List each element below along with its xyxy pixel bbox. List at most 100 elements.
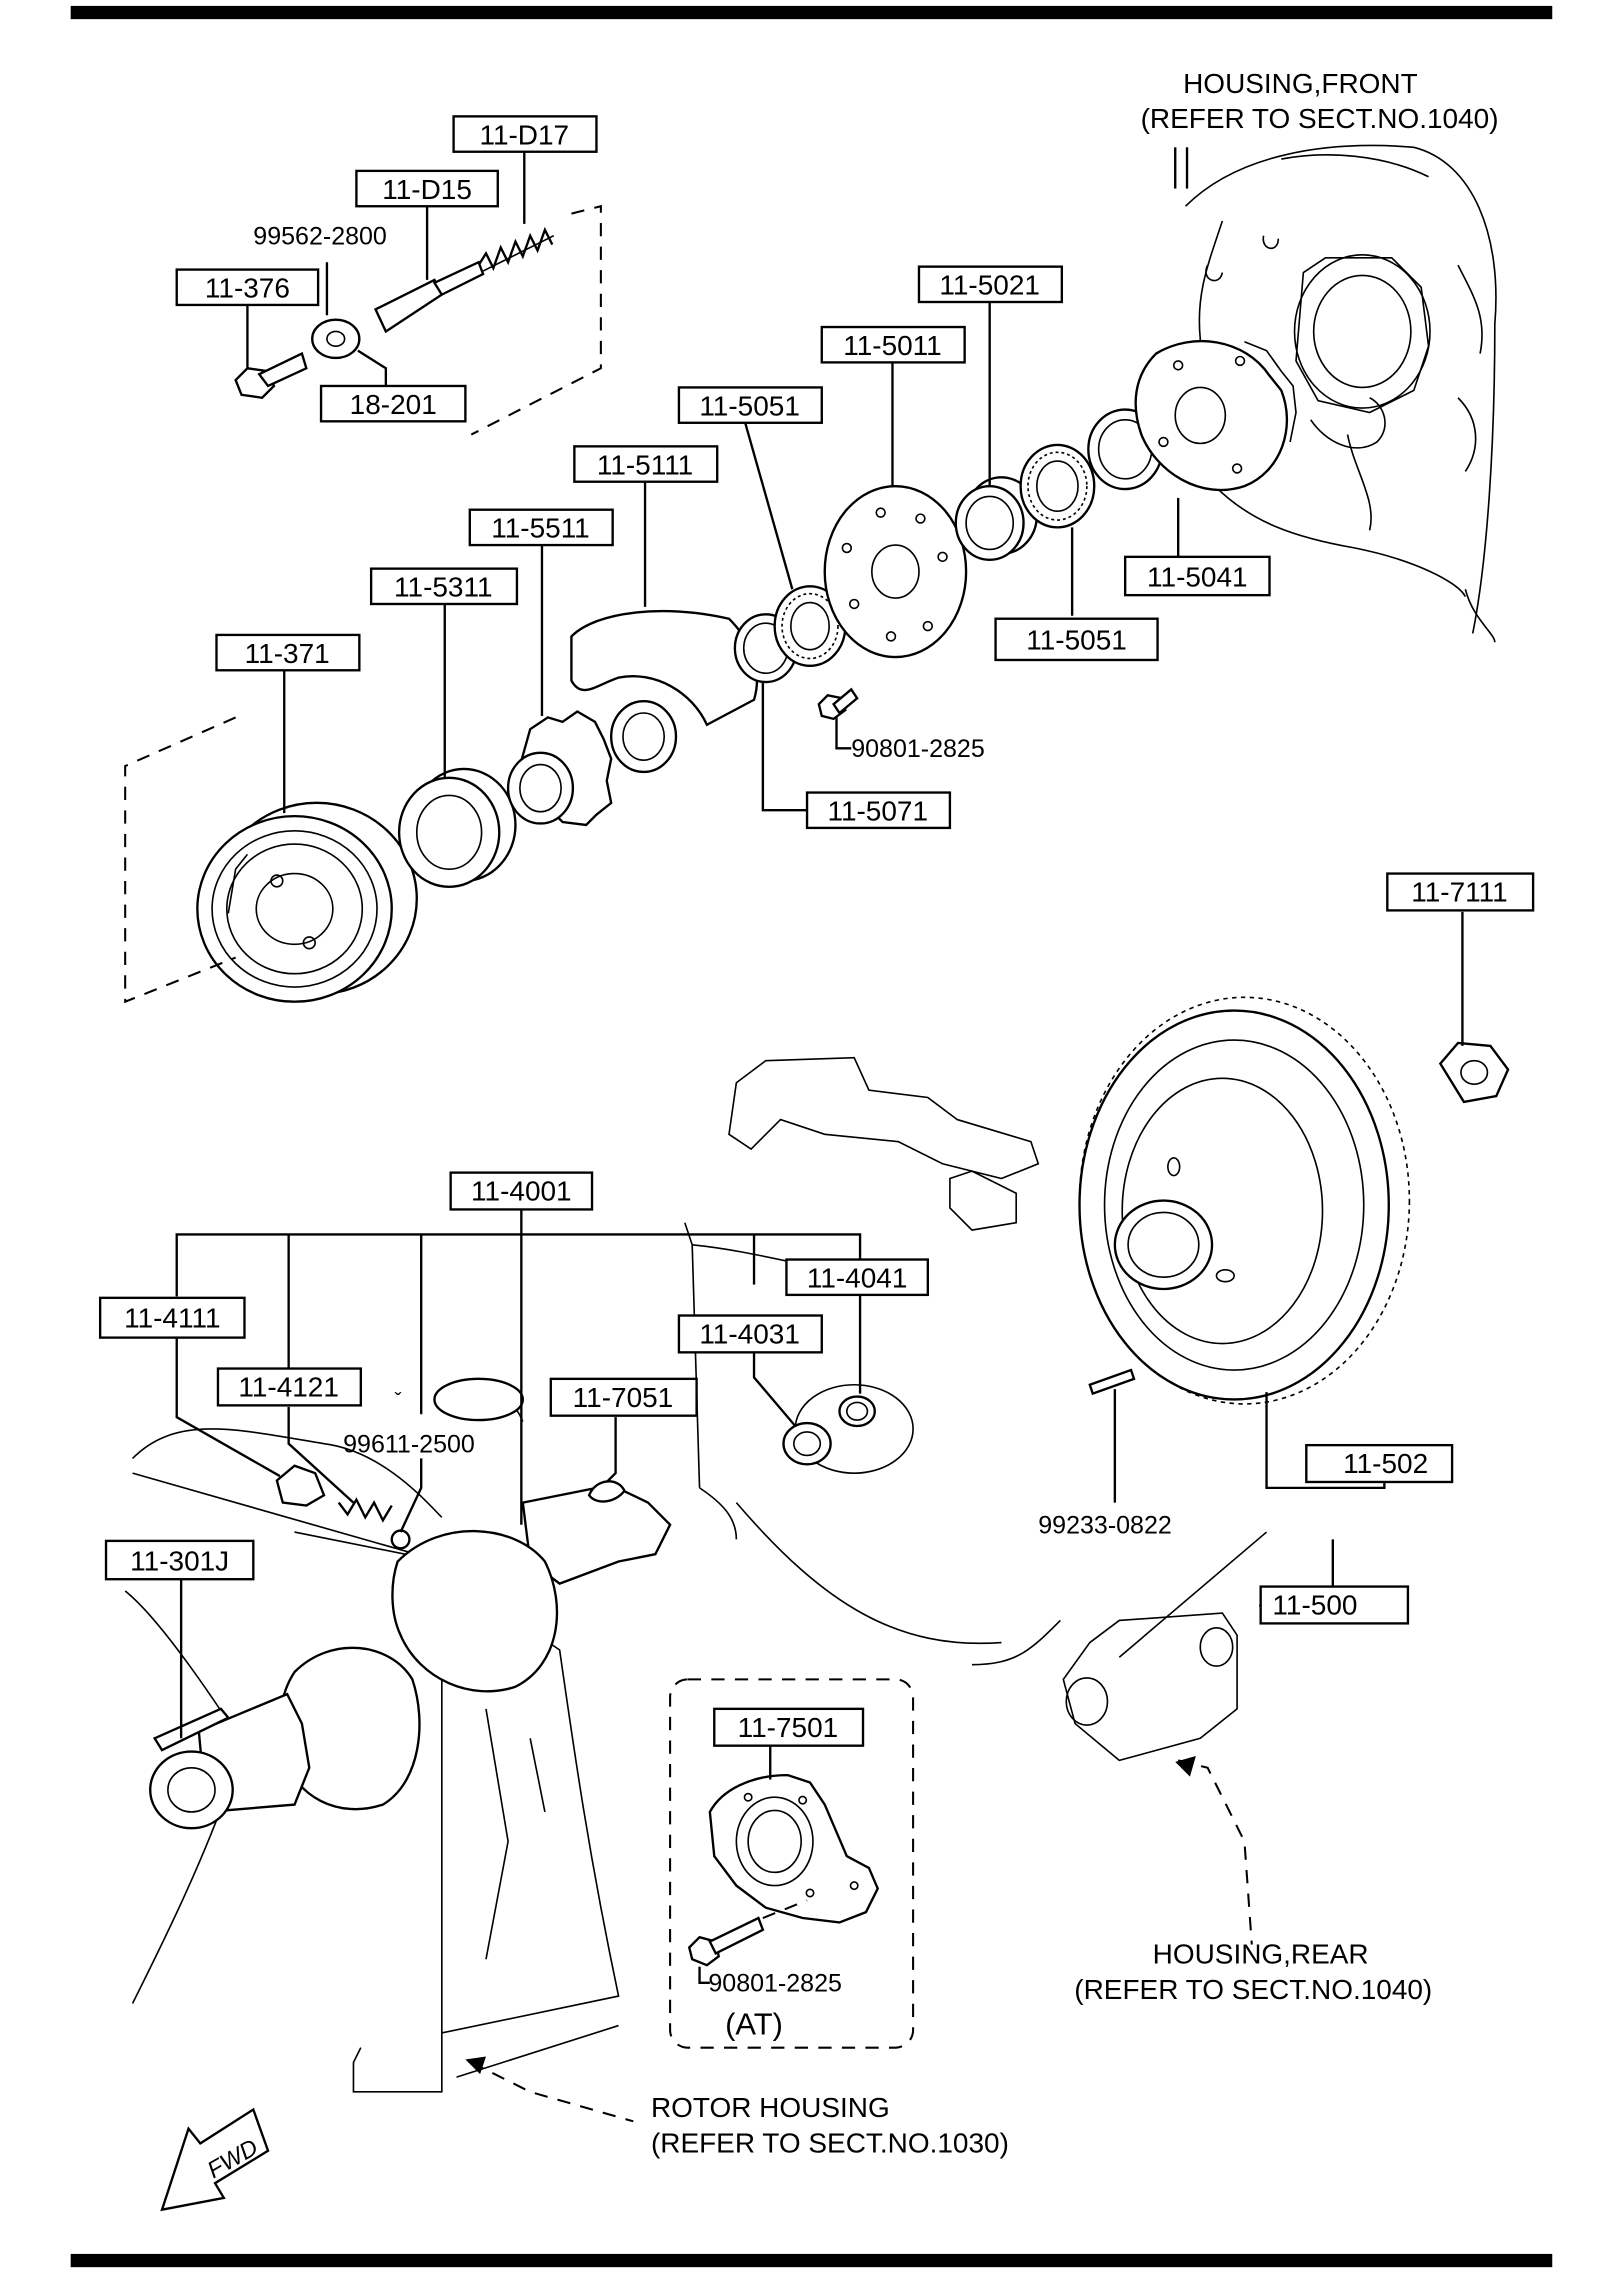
svg-text:11-5111: 11-5111 [597, 449, 693, 480]
valve-spring-11-D17 [477, 226, 555, 272]
plug-cap [433, 1377, 524, 1422]
svg-text:11-5311: 11-5311 [394, 572, 492, 603]
flywheel-ring-gear-11-502 [1078, 996, 1411, 1405]
leader-90801a [835, 715, 852, 750]
tick-mark: ˇ [395, 1389, 402, 1412]
rear-housing-arrowhead [1175, 1755, 1196, 1777]
leader-4111 [175, 1337, 281, 1478]
leader-99611 [399, 1458, 423, 1533]
svg-text:11-5051: 11-5051 [699, 390, 800, 421]
label-11-7111: 11-7111 [1386, 872, 1535, 912]
label-11-D17: 11-D17 [452, 115, 598, 153]
bolt-11-376 [234, 351, 308, 399]
label-11-4001: 11-4001 [449, 1171, 594, 1211]
bearing-11-5051-small [773, 585, 847, 668]
svg-text:11-5011: 11-5011 [843, 330, 941, 361]
counterweight-11-5111 [570, 610, 759, 774]
label-11-5071: 11-5071 [805, 791, 952, 830]
rear-housing-drawing [971, 1531, 1268, 1762]
label-99562-2800: 99562-2800 [253, 223, 387, 251]
plate-11-5011 [823, 484, 968, 659]
svg-text:11-5021: 11-5021 [939, 270, 1040, 301]
svg-text:11-4001: 11-4001 [471, 1176, 572, 1207]
leader-4031 [752, 1352, 797, 1427]
svg-text:11-D15: 11-D15 [382, 174, 472, 205]
label-90801-2825-at: 90801-2825 [708, 1970, 842, 1998]
seal-plate-11-7501 [708, 1773, 880, 1924]
leader-4121 [287, 1406, 355, 1504]
svg-text:11-371: 11-371 [245, 638, 330, 669]
pulley-11-371 [196, 801, 418, 1003]
front-housing-caption-title: HOUSING,FRONT [1183, 68, 1418, 99]
label-11-502: 11-502 [1305, 1443, 1454, 1484]
leader-5051a [744, 422, 794, 590]
svg-text:11-4111: 11-4111 [124, 1302, 220, 1333]
svg-text:11-5041: 11-5041 [1147, 561, 1248, 592]
svg-text:18-201: 18-201 [350, 389, 437, 420]
rear-housing-arrow-line [1177, 1759, 1253, 1945]
dowel-pin-99233-0822 [1088, 1368, 1136, 1396]
svg-text:11-4031: 11-4031 [699, 1318, 800, 1349]
bearing-11-4031 [782, 1421, 832, 1466]
bolt-90801-2825-at [687, 1916, 765, 1967]
front-hub [1134, 340, 1297, 492]
label-11-7051: 11-7051 [549, 1377, 698, 1417]
sleeve-11-5021 [954, 476, 1038, 561]
washer-hole [326, 330, 346, 347]
svg-text:11-4121: 11-4121 [238, 1372, 339, 1403]
label-11-4041: 11-4041 [785, 1258, 929, 1297]
svg-text:11-301J: 11-301J [130, 1545, 229, 1576]
rear-housing-caption-title: HOUSING,REAR [1153, 1939, 1369, 1970]
label-11-5051-bottom: 11-5051 [994, 617, 1159, 662]
gear-11-5511 [506, 710, 613, 827]
rotor-housing-arrow-line [470, 2061, 634, 2123]
bracket-4001 [175, 1233, 862, 1297]
label-11-301J: 11-301J [104, 1539, 255, 1581]
leader-5071 [761, 682, 808, 812]
fwd-arrow-icon: FWD [160, 2107, 270, 2212]
front-housing-drawing [1177, 144, 1497, 643]
label-90801-2825-top: 90801-2825 [851, 735, 985, 763]
label-11-5041: 11-5041 [1123, 555, 1271, 597]
label-11-500: 11-500 [1259, 1585, 1410, 1625]
nut-11-7111 [1438, 1041, 1510, 1104]
plug-11-4111 [275, 1464, 326, 1507]
rear-housing-caption-ref: (REFER TO SECT.NO.1040) [1074, 1974, 1432, 2005]
svg-text:11-D17: 11-D17 [479, 119, 569, 150]
rotor-housing-arrowhead [465, 2056, 486, 2075]
label-11-376: 11-376 [175, 268, 320, 307]
bottom-border-bar [70, 2253, 1553, 2268]
eccentric-shaft-11-301J [149, 1483, 672, 1830]
valve-group-dashed-outline [470, 204, 602, 436]
label-11-5111: 11-5111 [573, 445, 719, 483]
rotor-housing-caption-ref: (REFER TO SECT.NO.1030) [651, 2127, 1009, 2158]
top-border-bar [70, 5, 1553, 20]
seal-11-5311 [397, 767, 517, 889]
label-11-371: 11-371 [215, 633, 361, 672]
label-11-4111: 11-4111 [98, 1296, 246, 1339]
svg-text:11-5051: 11-5051 [1026, 625, 1127, 656]
svg-text:11-7111: 11-7111 [1411, 877, 1507, 908]
label-at: (AT) [725, 2006, 783, 2041]
spring-11-4121 [337, 1497, 393, 1523]
valve-plunger-11-D15 [373, 260, 485, 334]
leader-18201 [357, 349, 388, 389]
leader-90801b [698, 1966, 710, 1985]
leader-7051 [605, 1417, 617, 1483]
label-11-4121: 11-4121 [216, 1367, 362, 1407]
label-11-5311: 11-5311 [369, 567, 519, 606]
svg-text:11-376: 11-376 [205, 273, 290, 304]
label-18-201: 18-201 [319, 384, 467, 423]
label-11-7501: 11-7501 [713, 1707, 865, 1747]
label-11-4031: 11-4031 [677, 1314, 823, 1354]
label-11-5011: 11-5011 [820, 325, 966, 364]
label-11-5051-top: 11-5051 [677, 386, 823, 424]
svg-text:11-500: 11-500 [1272, 1590, 1357, 1621]
label-11-5511: 11-5511 [468, 508, 614, 547]
bolt-at-dashed-line [762, 1899, 808, 1919]
bolt-90801-2825 [817, 687, 859, 721]
svg-text:11-7501: 11-7501 [738, 1712, 839, 1743]
svg-text:11-502: 11-502 [1343, 1448, 1428, 1479]
label-99611-2500: 99611-2500 [343, 1431, 475, 1459]
